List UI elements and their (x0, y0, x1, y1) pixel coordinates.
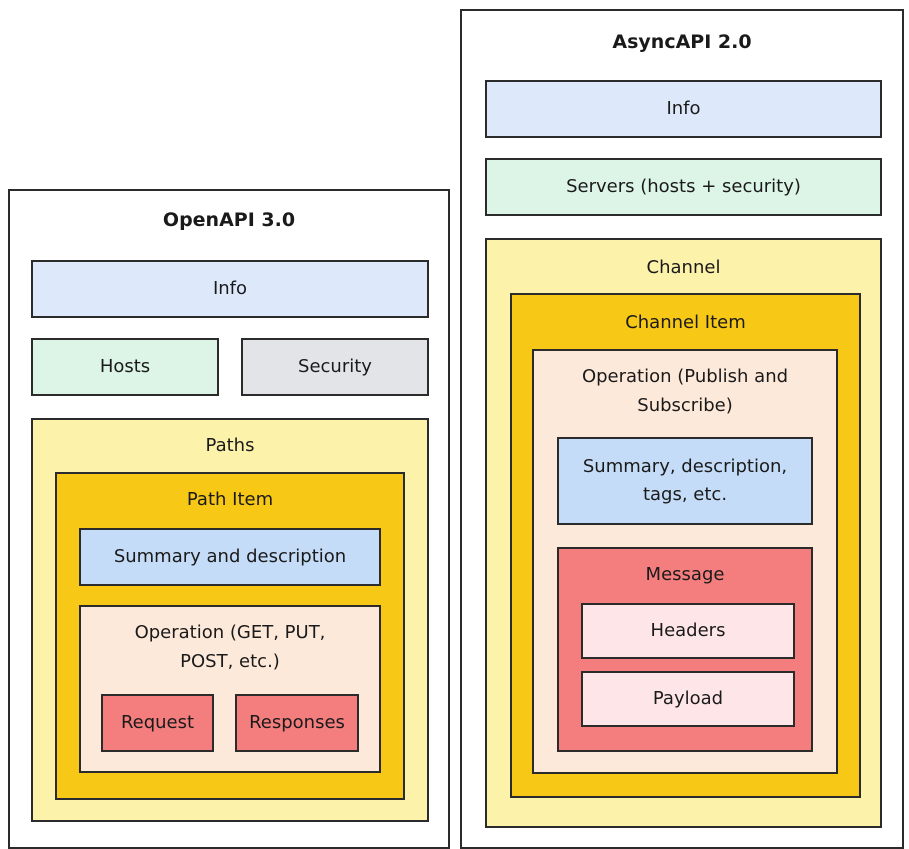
asyncapi-servers-box: Servers (hosts + security) (485, 158, 882, 216)
asyncapi-message-box: Message Headers Payload (557, 547, 813, 752)
openapi-info-box: Info (31, 260, 429, 318)
asyncapi-headers-box: Headers (581, 603, 795, 659)
asyncapi-payload-label: Payload (652, 688, 724, 710)
openapi-paths-box: Paths Path Item Summary and description … (31, 418, 429, 822)
asyncapi-frame: AsyncAPI 2.0 Info Servers (hosts + secur… (460, 9, 904, 849)
asyncapi-title: AsyncAPI 2.0 (612, 31, 752, 53)
openapi-operation-label: Operation (GET, PUT, POST, etc.) (134, 622, 326, 672)
asyncapi-message-label: Message (645, 564, 725, 585)
openapi-path-item-label: Path Item (186, 489, 274, 510)
asyncapi-payload-box: Payload (581, 671, 795, 727)
openapi-summary-box: Summary and description (79, 528, 381, 586)
asyncapi-channel-label: Channel (646, 257, 721, 278)
asyncapi-headers-label: Headers (650, 620, 726, 642)
openapi-summary-label: Summary and description (113, 546, 347, 568)
asyncapi-channel-box: Channel Channel Item Operation (Publish … (485, 238, 882, 828)
asyncapi-channel-item-box: Channel Item Operation (Publish and Subs… (510, 293, 861, 798)
openapi-responses-label: Responses (249, 712, 345, 734)
openapi-request-box: Request (101, 694, 214, 752)
openapi-responses-box: Responses (235, 694, 359, 752)
asyncapi-summary-box: Summary, description, tags, etc. (557, 437, 813, 525)
asyncapi-operation-label: Operation (Publish and Subscribe) (581, 366, 789, 416)
asyncapi-info-label: Info (666, 98, 701, 120)
openapi-paths-label: Paths (205, 435, 255, 456)
asyncapi-info-box: Info (485, 80, 882, 138)
openapi-security-box: Security (241, 338, 429, 396)
openapi-hosts-box: Hosts (31, 338, 219, 396)
openapi-request-label: Request (120, 712, 195, 734)
asyncapi-operation-box: Operation (Publish and Subscribe) Summar… (532, 349, 838, 774)
asyncapi-summary-label: Summary, description, tags, etc. (582, 456, 788, 505)
openapi-title: OpenAPI 3.0 (162, 209, 296, 231)
openapi-info-label: Info (212, 278, 248, 300)
openapi-path-item-box: Path Item Summary and description Operat… (55, 472, 405, 800)
openapi-operation-box: Operation (GET, PUT, POST, etc.) Request… (79, 605, 381, 773)
asyncapi-channel-item-label: Channel Item (625, 312, 746, 333)
openapi-frame: OpenAPI 3.0 Info Hosts Security Paths Pa… (8, 189, 450, 849)
asyncapi-servers-label: Servers (hosts + security) (566, 176, 801, 198)
openapi-security-label: Security (298, 356, 372, 378)
openapi-hosts-label: Hosts (99, 356, 151, 378)
